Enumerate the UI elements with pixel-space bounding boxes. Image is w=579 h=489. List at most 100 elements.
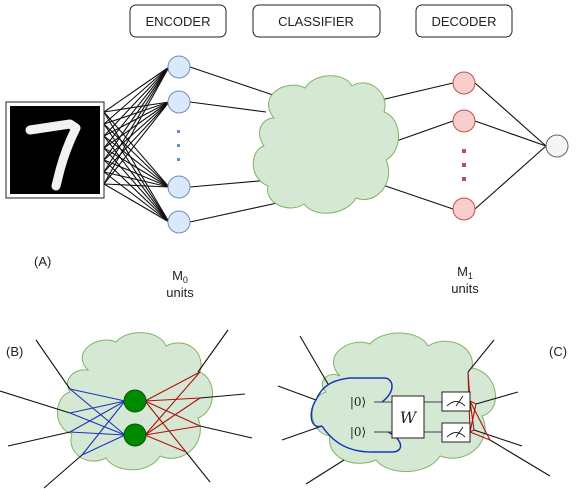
ellipsis-dot <box>462 177 466 181</box>
b-blue-edge <box>69 431 126 436</box>
b-outer-edge <box>197 329 229 373</box>
b-hidden-node <box>123 389 147 413</box>
m0-label: M0 <box>172 268 188 285</box>
panel-b-edges <box>0 329 253 489</box>
measurement-meter-top <box>441 391 471 412</box>
ellipsis-dot <box>177 158 180 161</box>
digit-seven-stroke <box>25 119 81 191</box>
panel-c-edges <box>277 335 551 485</box>
c-red-edge <box>469 429 475 433</box>
qubit-wires <box>374 401 442 433</box>
decoder-node <box>452 109 476 133</box>
b-red-edge <box>144 397 201 402</box>
decoder-ellipsis <box>462 149 466 181</box>
input-encoder-edge <box>103 66 170 185</box>
m1-units-label: units <box>451 281 479 296</box>
encoder-classifier-edge <box>189 101 267 113</box>
decoder-nodes <box>452 71 476 221</box>
c-outer-edge <box>305 459 345 485</box>
c-red-edge <box>469 431 491 441</box>
c-red-edge <box>469 400 477 405</box>
classifier-cloud <box>252 75 399 214</box>
c-outer-edge <box>473 429 523 447</box>
unitary-gate: W <box>391 395 425 439</box>
input-encoder-edge <box>103 101 170 185</box>
c-outer-edge <box>475 391 519 405</box>
b-hidden-node <box>123 423 147 447</box>
encoder-node <box>167 90 191 114</box>
b-outer-edge <box>185 451 211 483</box>
input-encoder-edge <box>103 66 170 173</box>
ellipsis-dot <box>462 149 466 153</box>
c-outer-edge <box>281 425 323 441</box>
b-blue-edge <box>69 388 126 402</box>
encoder-label: ENCODER <box>145 14 210 29</box>
b-outer-edge <box>43 454 83 489</box>
encoder-header: ENCODER <box>129 4 227 38</box>
input-encoder-edge <box>103 183 170 223</box>
b-outer-edge <box>35 339 71 390</box>
b-red-edge <box>144 400 201 427</box>
c-red-edge <box>469 400 475 431</box>
panel-c-label: (C) <box>549 344 567 359</box>
c-red-edge <box>469 400 491 441</box>
c-outer-edge <box>277 385 317 401</box>
ket-zero-top: |0⟩ <box>350 395 366 409</box>
encoder-ellipsis <box>177 130 180 161</box>
encoder-node <box>167 55 191 79</box>
panel-b-label: (B) <box>6 344 23 359</box>
encoder-classifier-edge <box>189 66 277 97</box>
decoder-header: DECODER <box>415 4 513 38</box>
decoder-label: DECODER <box>431 14 496 29</box>
c-red-edge <box>469 403 477 433</box>
network-edges <box>103 66 547 223</box>
b-red-edge <box>144 400 187 453</box>
b-outer-edge <box>7 431 71 447</box>
classifier-label: CLASSIFIER <box>278 14 354 29</box>
panel-a-label: (A) <box>34 254 51 269</box>
output-node <box>545 134 569 158</box>
ellipsis-dot <box>462 163 466 167</box>
c-outer-edge <box>489 439 551 477</box>
c-blue-edge <box>321 425 402 453</box>
input-encoder-edge <box>103 66 170 161</box>
b-red-edge <box>144 425 201 436</box>
encoder-node <box>167 210 191 234</box>
b-red-edge <box>144 397 201 436</box>
input-encoder-edge <box>103 171 170 223</box>
decoder-node <box>452 197 476 221</box>
b-red-edge <box>144 434 187 453</box>
ket-zero-bottom: |0⟩ <box>350 425 366 439</box>
classifier-decoder-edge <box>387 120 454 145</box>
decoder-output-edge <box>474 82 547 147</box>
measurement-meter-bottom <box>441 422 471 443</box>
b-outer-edge <box>0 390 71 414</box>
ellipsis-dot <box>177 144 180 147</box>
input-encoder-edge <box>103 66 170 137</box>
c-blue-edge <box>310 399 323 428</box>
encoder-nodes <box>167 55 191 234</box>
b-blue-edge <box>81 434 126 456</box>
gate-label: W <box>400 408 418 427</box>
input-encoder-edge <box>103 159 170 188</box>
b-blue-edge <box>69 388 126 436</box>
b-outer-edge <box>199 393 246 399</box>
decoder-node <box>452 71 476 95</box>
ellipsis-dot <box>177 130 180 133</box>
c-outer-edge <box>467 339 495 373</box>
b-blue-edge <box>69 400 126 433</box>
input-encoder-edge <box>103 66 170 125</box>
input-encoder-edge <box>103 101 170 173</box>
mnist-input-image: 7 <box>5 101 105 199</box>
m1-label: M1 <box>457 264 473 281</box>
input-encoder-edge <box>103 66 170 149</box>
b-red-edge <box>144 371 201 436</box>
encoder-node <box>167 175 191 199</box>
c-outer-edge <box>299 335 329 385</box>
encoder-classifier-edge <box>189 179 271 188</box>
decoder-output-edge <box>474 145 547 210</box>
input-encoder-edge <box>103 183 170 188</box>
b-outer-edge <box>199 425 253 439</box>
b-blue-edge <box>81 400 126 456</box>
